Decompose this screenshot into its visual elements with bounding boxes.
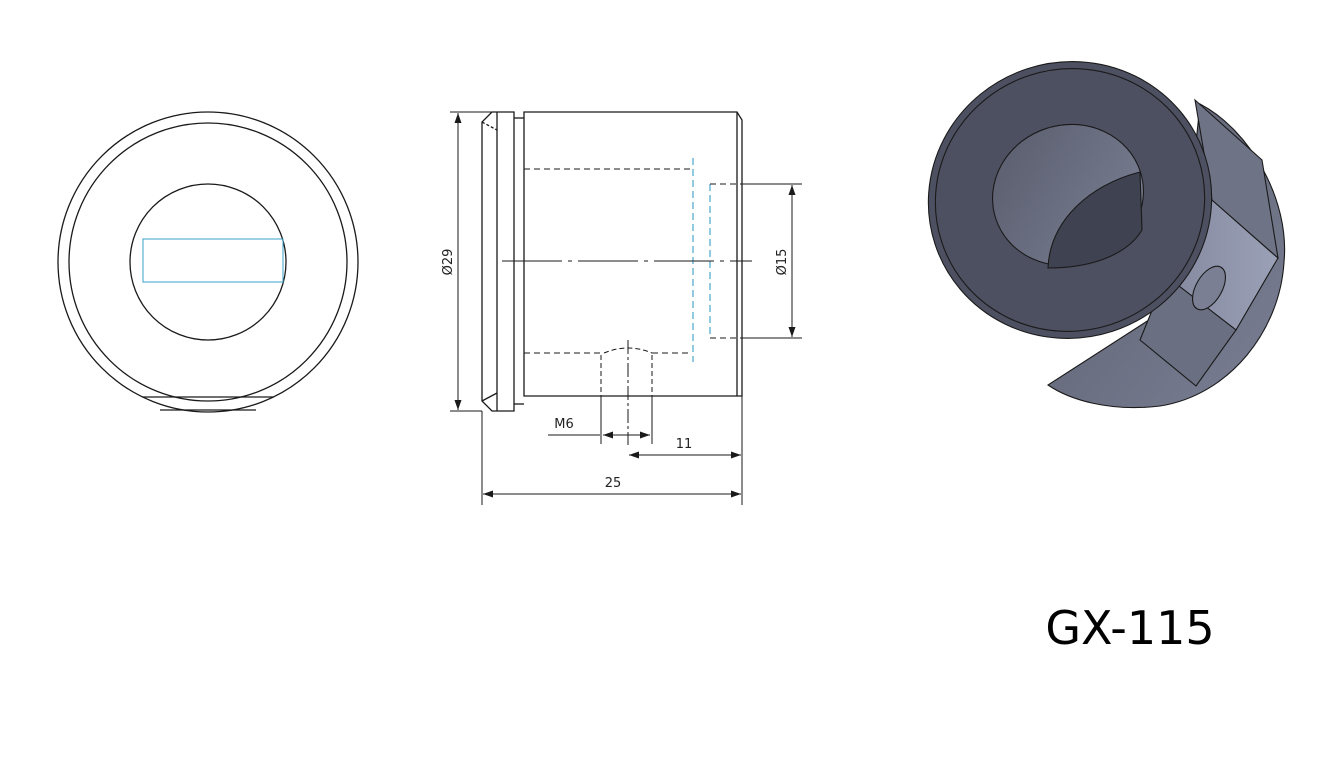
iso-cross-hole	[1191, 265, 1227, 311]
flange-chamfer-bottom	[481, 392, 498, 402]
isometric-view	[927, 61, 1286, 409]
flange-chamfer-top	[481, 121, 498, 131]
end-view-bore-circle	[129, 183, 287, 341]
dim-thread	[548, 396, 653, 444]
dim-overall-length	[481, 411, 741, 505]
dim-bore-diameter	[742, 183, 802, 339]
iso-front-rim	[934, 68, 1206, 332]
dim-text-bore-diameter: Ø15	[775, 249, 790, 276]
dim-text-hole-offset: 11	[676, 437, 693, 452]
dim-outer-diameter	[450, 111, 492, 412]
flange-outline	[481, 111, 515, 412]
side-view	[450, 111, 802, 505]
part-number-label: GX-115	[1045, 601, 1214, 655]
threaded-hole	[600, 340, 653, 445]
dim-hole-offset	[629, 396, 743, 505]
hidden-bore	[524, 168, 692, 354]
iso-bore-inner-wall	[1047, 171, 1143, 269]
body-outline	[523, 111, 743, 397]
hidden-step	[710, 183, 742, 339]
dim-text-overall-length: 25	[605, 476, 622, 491]
end-view-outer-circle	[57, 111, 359, 413]
iso-side-face-bottom	[1139, 275, 1237, 387]
end-view	[57, 111, 359, 413]
end-view-hidden-slot	[142, 238, 284, 283]
dim-text-thread: M6	[554, 417, 574, 432]
dim-text-outer-diameter: Ø29	[441, 249, 456, 276]
end-view-chamfer-circle	[68, 122, 348, 402]
hidden-blue-lines	[692, 158, 711, 362]
